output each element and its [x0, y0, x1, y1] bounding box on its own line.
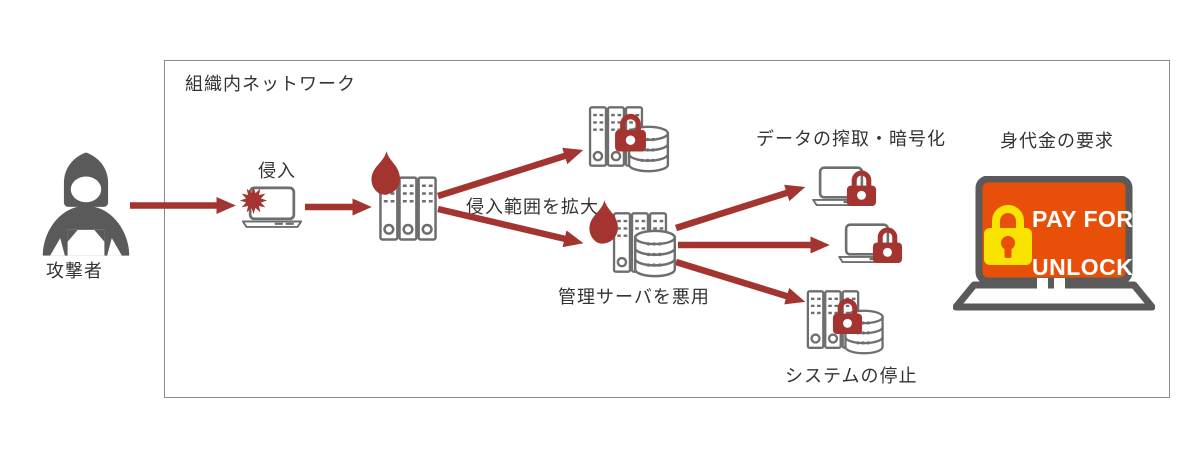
- ransom-screen-text: PAY FOR UNLOCK: [1032, 207, 1134, 279]
- admin-database-icon: [632, 229, 678, 278]
- network-boundary-box: [164, 60, 1170, 398]
- attacker-label: 攻撃者: [46, 261, 103, 281]
- intrusion-label: 侵入: [258, 161, 296, 181]
- ransom-laptop-icon: [953, 176, 1155, 311]
- flame-icon: [584, 199, 623, 248]
- ransom-demand-label: 身代金の要求: [1000, 131, 1114, 151]
- network-title: 組織内ネットワーク: [185, 74, 356, 94]
- padlock-icon: [845, 169, 878, 208]
- arrow-admin-to-laptop1: [675, 184, 806, 232]
- ransom-line2: UNLOCK: [1032, 254, 1134, 280]
- arrow-admin-to-server3: [675, 258, 806, 305]
- padlock-icon: [871, 226, 904, 265]
- expand-scope-label: 侵入範囲を拡大: [466, 197, 599, 217]
- yellow-padlock-icon: [984, 205, 1032, 265]
- system-shutdown-label: システムの停止: [785, 366, 918, 386]
- padlock-icon: [831, 297, 864, 336]
- arrow-server-to-upper-cluster: [437, 147, 584, 200]
- arrow-server-to-admin-server: [437, 205, 584, 248]
- attacker-icon: [40, 150, 132, 260]
- malware-burst-icon: [239, 186, 268, 215]
- flame-icon: [366, 150, 405, 199]
- ransom-line1: PAY FOR: [1032, 206, 1134, 232]
- admin-server-abuse-label: 管理サーバを悪用: [558, 287, 710, 307]
- data-theft-label: データの搾取・暗号化: [756, 129, 946, 149]
- padlock-icon: [613, 112, 648, 154]
